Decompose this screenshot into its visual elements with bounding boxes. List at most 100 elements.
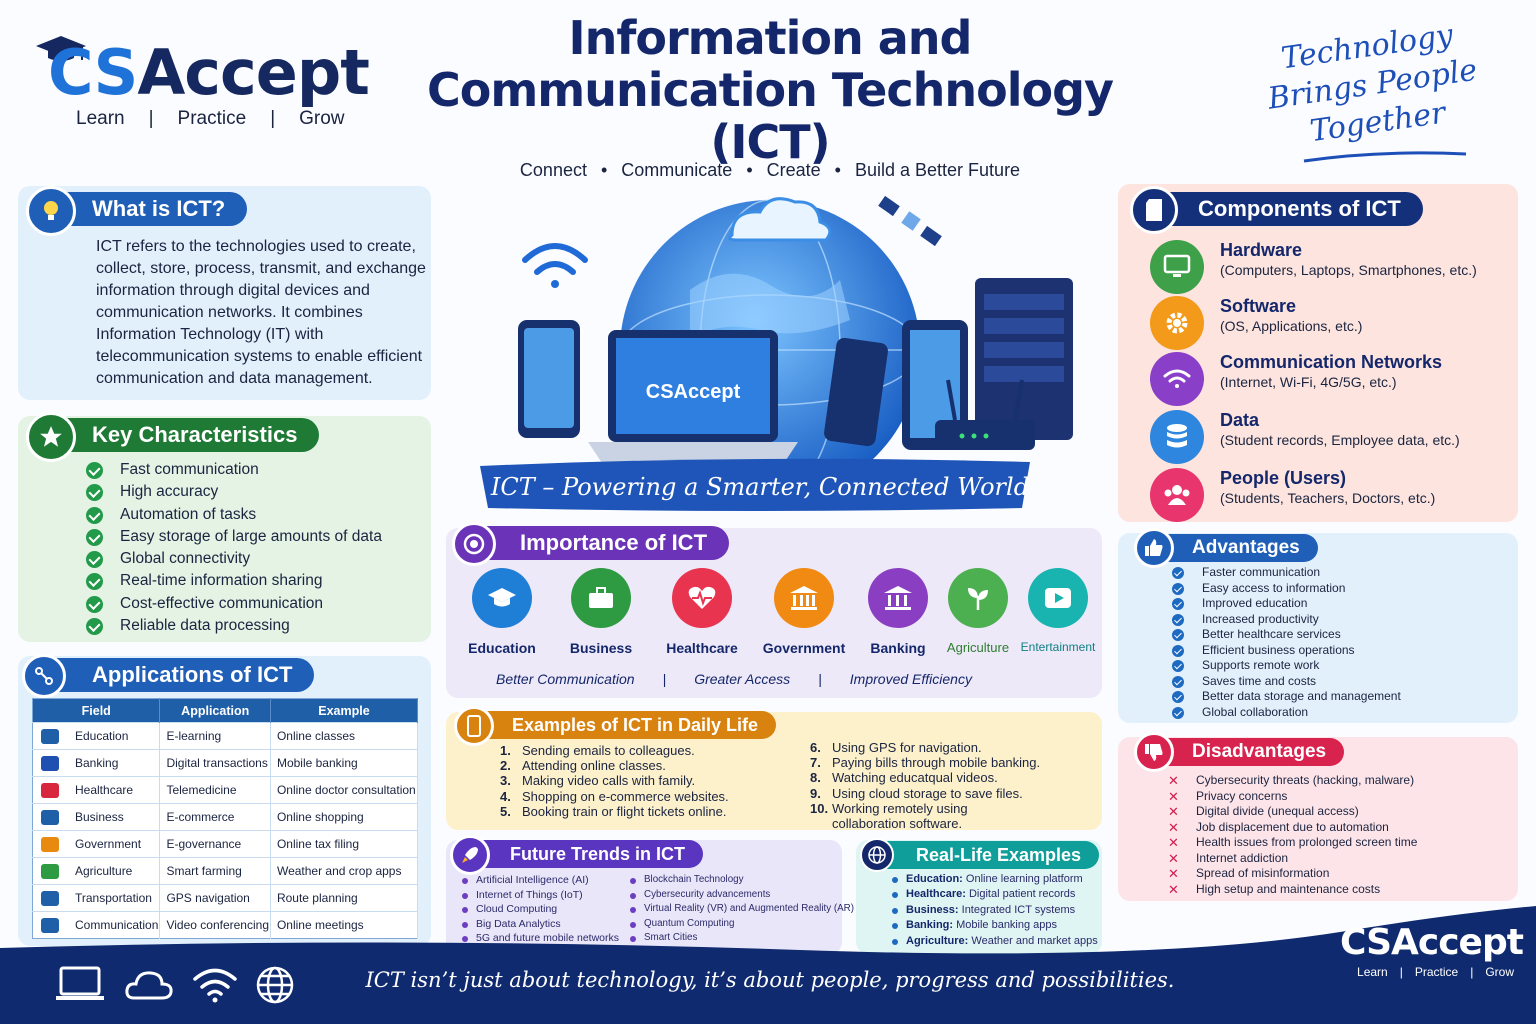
smartphone-icon: [518, 320, 580, 438]
column-header: Application: [159, 698, 271, 723]
page-subtitle: Connect•Communicate•Create•Build a Bette…: [519, 160, 1021, 180]
monitor-icon: [1150, 240, 1204, 294]
list-item: Virtual Reality (VR) and Augmented Reali…: [626, 902, 854, 917]
check-icon: [1172, 629, 1184, 641]
heart-pulse-icon: [672, 568, 732, 628]
list-item: 10.Working remotely using: [810, 800, 968, 816]
key-characteristics-list: Fast communication High accuracy Automat…: [86, 459, 382, 637]
list-item: 9.Using cloud storage to save files.: [810, 785, 1023, 801]
component-networks: Communication Networks(Internet, Wi-Fi, …: [1150, 352, 1520, 408]
cross-icon: ✕: [1168, 773, 1179, 788]
column-header: Field: [32, 698, 161, 723]
importance-heading: Importance of ICT: [458, 526, 730, 560]
importance-item-healthcare: Healthcare: [652, 568, 752, 656]
plant-icon: [948, 568, 1008, 628]
list-item: Supports remote work: [1172, 658, 1401, 674]
government-building-icon: [774, 568, 834, 628]
components-heading: Components of ICT: [1136, 192, 1423, 226]
list-item: Easy storage of large amounts of data: [86, 526, 382, 548]
gear-icon: [1150, 296, 1204, 350]
real-life-list: Education: Online learning platform Heal…: [888, 872, 1098, 949]
list-item: Fast communication: [86, 459, 382, 481]
cloud-icon: [125, 971, 173, 1000]
graduation-cap-icon: [472, 568, 532, 628]
brand-wordmark: CSAccept: [48, 36, 370, 109]
check-icon: [1172, 644, 1184, 657]
daily-life-list-right: 6.Using GPS for navigation. 7.Paying bil…: [810, 740, 1040, 831]
cloud-icon: [728, 197, 832, 242]
brand-tagline: Learn|Practice|Grow: [76, 108, 345, 129]
check-icon: [1172, 582, 1184, 595]
footer-band: [0, 906, 1536, 1024]
target-icon: [452, 522, 496, 566]
server-icon: [975, 278, 1073, 440]
users-icon: [1150, 468, 1204, 522]
list-item: Cost-effective communication: [86, 593, 382, 615]
list-item: Artificial Intelligence (AI): [458, 873, 619, 888]
list-item: Quantum Computing: [626, 917, 854, 932]
check-icon: [1172, 675, 1184, 688]
list-item: Smart Cities: [626, 931, 854, 946]
list-item: ✕Digital divide (unequal access): [1168, 804, 1359, 819]
slogan: Technology Brings People Together: [1265, 17, 1480, 150]
laptop-label: CSAccept: [646, 381, 741, 403]
laptop-icon: [56, 966, 104, 1000]
check-icon: [86, 551, 103, 569]
cross-icon: ✕: [1168, 819, 1179, 835]
list-item: ✕Privacy concerns: [1168, 788, 1288, 804]
brand-logo: CSAccept Learn|Practice|Grow: [30, 18, 370, 138]
disadvantages-heading: Disadvantages: [1140, 738, 1345, 766]
play-icon: [1028, 568, 1088, 628]
globe-icon: [256, 966, 294, 1004]
star-icon: [26, 412, 76, 462]
network-icon: [22, 654, 66, 698]
cross-icon: ✕: [1168, 881, 1179, 897]
list-item: Better healthcare services: [1172, 627, 1401, 643]
list-item: 3.Making video calls with family.: [500, 773, 696, 789]
rocket-icon: [450, 835, 490, 875]
list-item: Big Data Analytics: [458, 917, 619, 932]
list-item: ✕Internet addiction: [1168, 850, 1289, 866]
list-item: High accuracy: [86, 481, 382, 503]
list-item: Faster communication: [1172, 565, 1401, 581]
router-icon: [935, 379, 1035, 450]
graduation-cap-icon: [36, 36, 86, 61]
list-item: Business: Integrated ICT systems: [888, 903, 1098, 918]
column-header: Example: [270, 698, 419, 723]
car-icon: [41, 891, 59, 906]
government-building-icon: [41, 837, 59, 852]
wifi-icon: [522, 243, 588, 288]
importance-tagline: Better Communication|Greater Access|Impr…: [496, 671, 972, 687]
advantages-list: Faster communication Easy access to info…: [1172, 565, 1401, 720]
list-item: Education: Online learning platform: [888, 872, 1098, 887]
check-icon: [86, 506, 103, 524]
cross-icon: ✕: [1168, 866, 1179, 881]
sd-card-icon: [1130, 186, 1178, 234]
page-title: Information and Communication Technology…: [426, 11, 1114, 169]
cross-icon: ✕: [1168, 804, 1179, 819]
smartphone-icon: [454, 706, 494, 746]
check-icon: [86, 595, 103, 613]
importance-item-government: Government: [754, 568, 854, 656]
cross-icon: ✕: [1168, 788, 1179, 804]
check-icon: [86, 484, 103, 502]
list-item: Increased productivity: [1172, 612, 1401, 628]
briefcase-icon: [571, 568, 631, 628]
importance-item-education: Education: [452, 568, 552, 656]
hospital-icon: [41, 783, 59, 798]
check-icon: [86, 528, 103, 546]
future-trends-heading: Future Trends in ICT: [458, 840, 704, 868]
cross-icon: ✕: [1168, 835, 1179, 850]
importance-item-business: Business: [551, 568, 651, 656]
hero-banner-text: ICT – Powering a Smarter, Connected Worl…: [490, 473, 1029, 501]
daily-life-list-left: 1.Sending emails to colleagues. 2.Attend…: [500, 743, 729, 819]
wifi-icon: [193, 968, 237, 1003]
cross-icon: ✕: [1168, 850, 1179, 866]
list-item: Real-time information sharing: [86, 570, 382, 592]
list-item: ✕Job displacement due to automation: [1168, 819, 1389, 835]
disadvantages-list: ✕Cybersecurity threats (hacking, malware…: [1166, 773, 1417, 897]
